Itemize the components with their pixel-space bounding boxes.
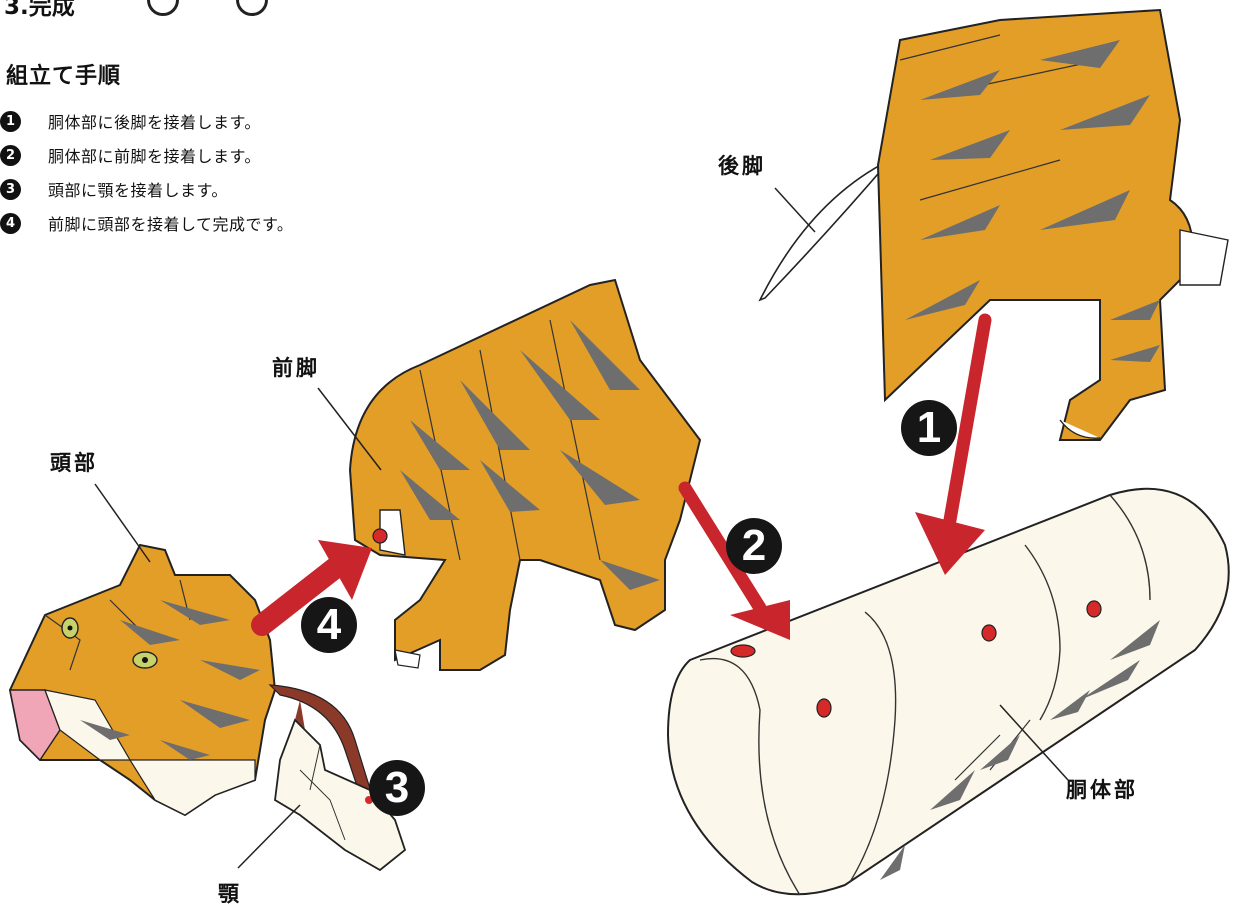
hind-legs-part	[758, 8, 1229, 441]
callout-front-legs: 前脚	[272, 356, 320, 380]
step-number-icon: 4	[0, 212, 21, 234]
callout-hind-legs: 後脚	[718, 154, 766, 178]
step-text: 胴体部に後脚を接着します。	[48, 113, 261, 132]
step-text: 胴体部に前脚を接着します。	[48, 147, 261, 166]
instructions-heading: 組立て手順	[6, 64, 122, 89]
assembly-arrows	[251, 313, 992, 640]
instruction-step-4: 4 前脚に頭部を接着して完成です。	[0, 206, 293, 240]
torso-part	[666, 487, 1230, 896]
step-badge-4: 4	[301, 597, 357, 653]
front-legs-part	[348, 278, 702, 671]
step-number-icon: 2	[0, 144, 21, 166]
step-number-icon: 1	[0, 110, 21, 132]
head-part	[8, 543, 277, 817]
step-badge-3: 3	[369, 760, 425, 816]
step-number-icon: 3	[0, 178, 21, 200]
instruction-step-3: 3 頭部に顎を接着します。	[0, 172, 293, 206]
callout-jaw: 顎	[218, 882, 242, 906]
instruction-step-2: 2 胴体部に前脚を接着します。	[0, 138, 293, 172]
step-badge-1: 1	[901, 400, 957, 456]
jaw-part	[268, 684, 407, 872]
header-fragment: 3.完成	[4, 0, 75, 20]
step-text: 頭部に顎を接着します。	[48, 181, 228, 200]
step-badge-2: 2	[726, 518, 782, 574]
step-text: 前脚に頭部を接着して完成です。	[48, 215, 294, 234]
instruction-steps: 1 胴体部に後脚を接着します。 2 胴体部に前脚を接着します。 3 頭部に顎を接…	[0, 104, 293, 240]
callout-torso: 胴体部	[1066, 778, 1138, 802]
instruction-step-1: 1 胴体部に後脚を接着します。	[0, 104, 293, 138]
callout-head: 頭部	[50, 451, 98, 475]
callout-leader-lines	[94, 187, 1069, 869]
